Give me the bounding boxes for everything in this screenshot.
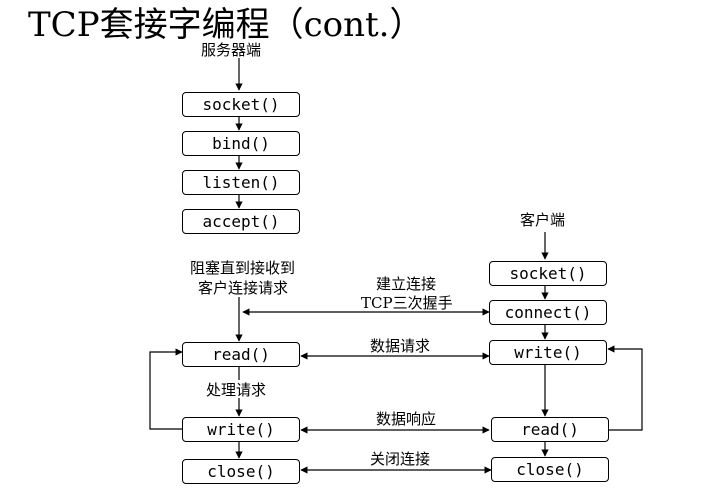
- server-side-label: 服务器端: [201, 41, 262, 59]
- server-read-box: read(): [182, 342, 300, 367]
- client-close-box: close(): [491, 457, 609, 482]
- server-block-label-line2: 客户连接请求: [198, 279, 289, 297]
- connect-label-line1: 建立连接: [376, 275, 437, 293]
- server-write-box: write(): [182, 417, 300, 442]
- connect-label-line2: TCP三次握手: [361, 294, 453, 312]
- response-label: 数据响应: [376, 410, 437, 428]
- client-connect-box: connect(): [489, 300, 607, 325]
- server-socket-box: socket(): [182, 92, 300, 117]
- server-process-label: 处理请求: [206, 381, 267, 399]
- client-read-box: read(): [491, 417, 609, 442]
- server-accept-box: accept(): [182, 209, 300, 234]
- page-title: TCP套接字编程（cont.）: [28, 5, 424, 45]
- server-close-box: close(): [182, 459, 300, 484]
- client-side-label: 客户端: [520, 211, 566, 229]
- server-bind-box: bind(): [182, 131, 300, 156]
- client-write-box: write(): [489, 340, 607, 365]
- server-block-label-line1: 阻塞直到接收到: [190, 259, 296, 277]
- server-listen-box: listen(): [182, 170, 300, 195]
- client-socket-box: socket(): [489, 261, 607, 286]
- close-connection-label: 关闭连接: [370, 450, 431, 468]
- request-label: 数据请求: [370, 337, 431, 355]
